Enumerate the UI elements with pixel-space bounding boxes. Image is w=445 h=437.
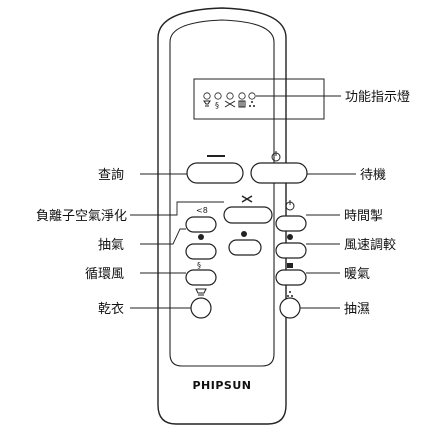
standby-button[interactable] [250, 162, 308, 184]
query-button[interactable] [186, 162, 244, 184]
label-standby: 待機 [360, 168, 386, 183]
heating-icon [287, 263, 293, 268]
indicator-led-1 [203, 92, 211, 100]
power-icon [271, 151, 281, 162]
heating-button[interactable] [275, 269, 307, 286]
dry-clothes-icon [195, 288, 207, 296]
label-query: 查詢 [98, 167, 124, 183]
label-dehumidify: 抽濕 [344, 302, 370, 317]
center-icon [241, 231, 247, 237]
heater-icon [238, 100, 246, 108]
swirl-icon: § [215, 101, 219, 110]
extract-button[interactable] [185, 243, 217, 260]
ion-purify-button[interactable] [223, 206, 273, 224]
drip-icon [249, 101, 255, 107]
label-timer: 時間掣 [344, 209, 383, 224]
indicator-led-3 [226, 92, 234, 100]
dehumidify-button[interactable] [279, 297, 301, 319]
label-circulate: 循環風 [85, 267, 124, 282]
remote-inner-panel [169, 19, 275, 367]
timer-icon [285, 200, 295, 211]
indicator-led-2 [214, 92, 222, 100]
fan-icon [203, 100, 211, 107]
ion-icon [224, 100, 236, 108]
label-heating: 暖氣 [344, 267, 370, 282]
label-dry-clothes: 乾衣 [98, 301, 124, 317]
label-fan-speed: 風速調較 [344, 238, 396, 253]
timer-button[interactable] [275, 215, 307, 232]
leader-ion-purify [130, 201, 224, 216]
left-button-1[interactable] [185, 216, 217, 233]
ion-button-icon [241, 195, 253, 203]
brand-label: PHIPSUN [193, 379, 252, 392]
circulate-icon: § [197, 261, 201, 270]
label-extract: 抽氣 [98, 238, 124, 253]
center-button[interactable] [228, 239, 262, 256]
fan-speed-button[interactable] [275, 242, 307, 259]
fan-speed-icon [287, 234, 293, 240]
indicator-leds [203, 92, 256, 100]
air-purify-icon: <8 [196, 206, 208, 215]
label-ion-purify: 負離子空氣淨化 [36, 209, 127, 224]
label-function-indicator: 功能指示燈 [345, 90, 410, 105]
leader-extract [140, 228, 186, 245]
dehumidify-icon [287, 291, 293, 297]
leader-lines [130, 95, 356, 309]
indicator-led-5 [248, 92, 256, 100]
indicator-icons: § [203, 100, 255, 110]
indicator-led-4 [238, 92, 246, 100]
display-window [193, 78, 325, 120]
dry-clothes-button[interactable] [190, 297, 212, 319]
extract-icon [198, 234, 204, 240]
circulate-button[interactable] [185, 269, 217, 286]
